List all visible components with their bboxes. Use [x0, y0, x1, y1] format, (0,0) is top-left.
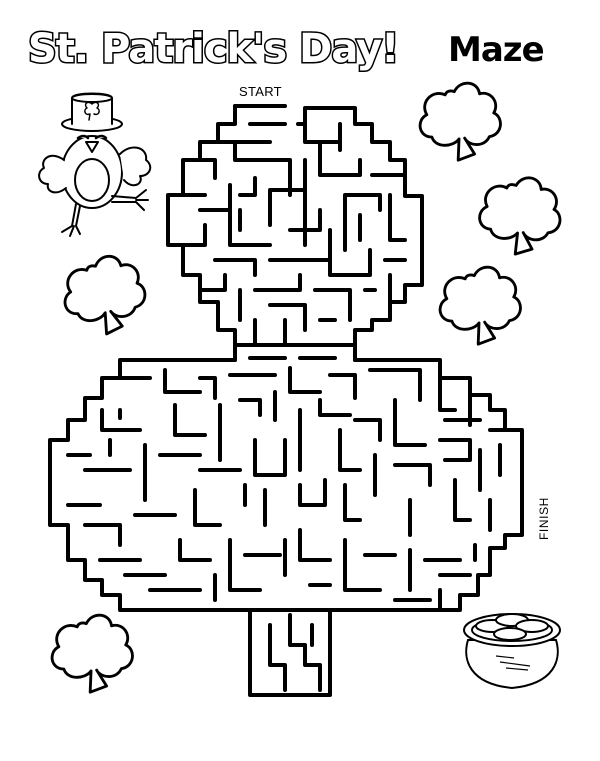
title-outlined-text: St. Patrick's Day! [26, 25, 400, 74]
title-maze-text: Maze [448, 30, 545, 70]
shamrock-icon [475, 174, 564, 258]
start-label: START [239, 84, 282, 99]
maze-connector [233, 343, 357, 362]
pot-of-gold-icon [463, 613, 561, 690]
shamrock-icon [54, 248, 154, 344]
page-title: St. Patrick's Day! Maze [26, 25, 588, 82]
leprechaun-bird-icon [38, 92, 152, 237]
upper-maze [166, 104, 424, 347]
shamrock-icon [45, 609, 139, 699]
shamrock-icon [413, 77, 507, 167]
lower-maze [48, 358, 524, 697]
shamrock-icon [433, 261, 527, 351]
